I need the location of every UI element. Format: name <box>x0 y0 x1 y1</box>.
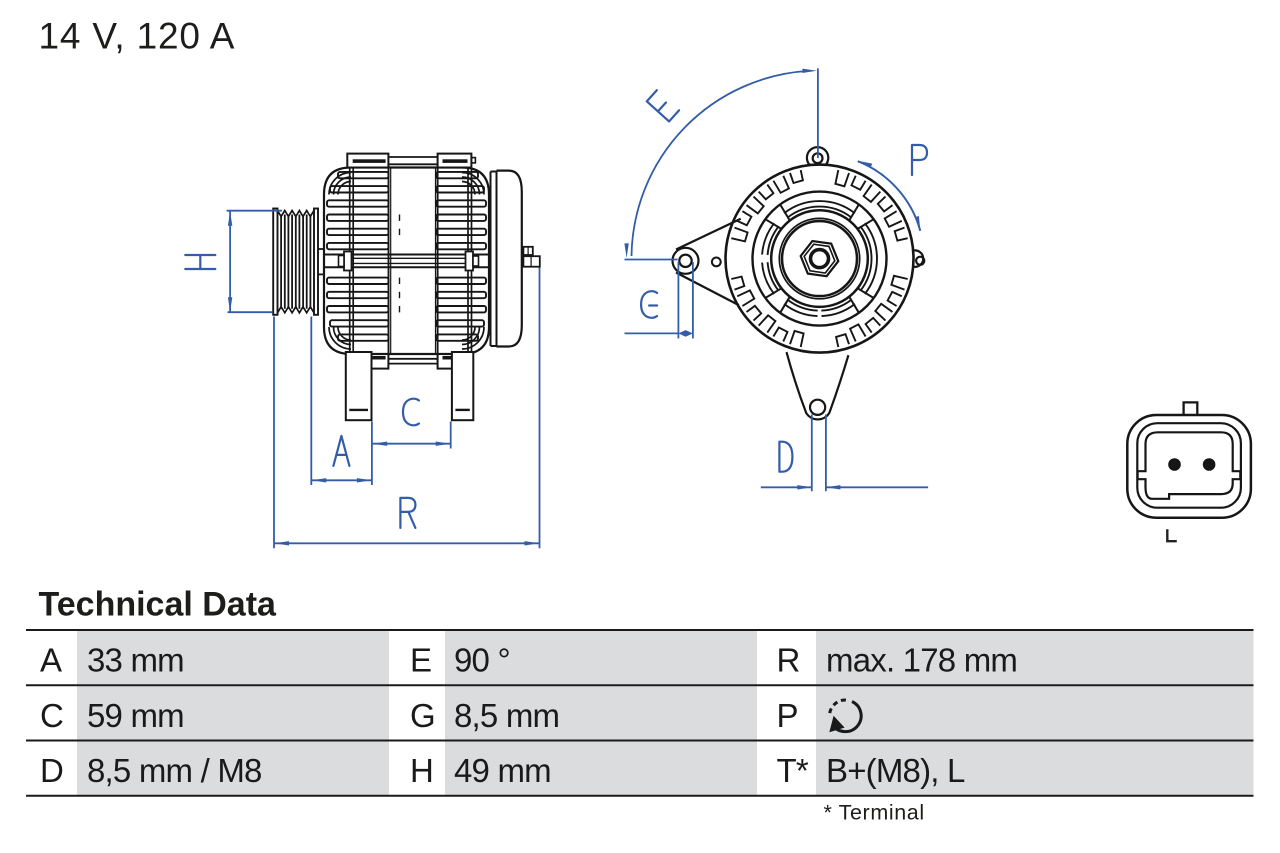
svg-text:B+(M8), L: B+(M8), L <box>826 752 965 789</box>
svg-text:33 mm: 33 mm <box>87 642 184 679</box>
svg-text:49 mm: 49 mm <box>454 752 551 789</box>
svg-text:Technical Data: Technical Data <box>39 586 278 624</box>
svg-text:R: R <box>777 642 800 679</box>
svg-text:P: P <box>777 697 798 734</box>
svg-text:59 mm: 59 mm <box>87 697 184 734</box>
svg-text:8,5 mm / M8: 8,5 mm / M8 <box>87 752 262 789</box>
svg-text:T*: T* <box>777 752 809 789</box>
svg-text:A: A <box>40 642 62 679</box>
svg-text:* Terminal: * Terminal <box>824 801 925 825</box>
svg-text:max. 178 mm: max. 178 mm <box>826 642 1017 679</box>
svg-text:14 V, 120 A: 14 V, 120 A <box>39 16 236 57</box>
svg-text:E: E <box>410 642 431 679</box>
svg-text:C: C <box>40 697 63 734</box>
svg-text:G: G <box>410 697 435 734</box>
svg-text:8,5 mm: 8,5 mm <box>454 697 559 734</box>
svg-text:D: D <box>40 752 63 789</box>
svg-text:90 °: 90 ° <box>454 642 510 679</box>
svg-text:H: H <box>410 752 433 789</box>
